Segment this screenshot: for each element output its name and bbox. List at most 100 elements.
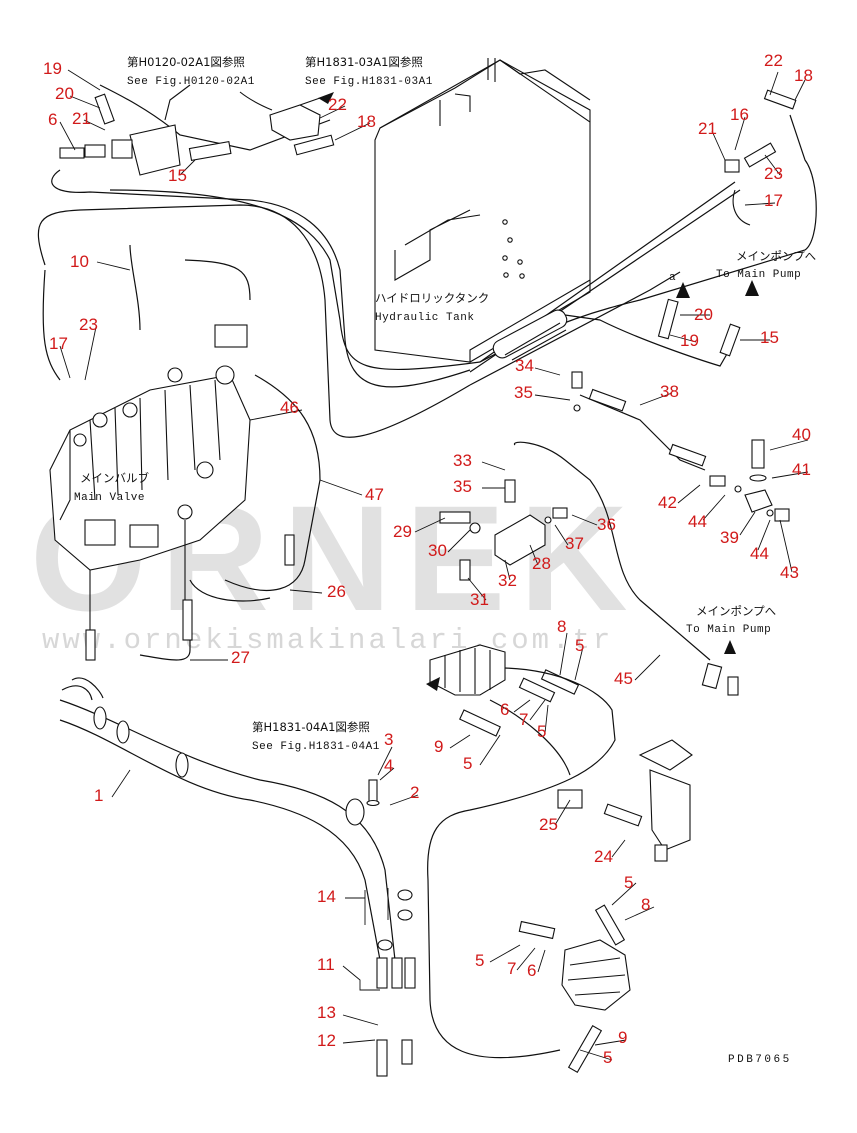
part-number-label: 31	[470, 590, 489, 609]
part-number-label: 13	[317, 1003, 336, 1022]
to-main-pump-1-en: To Main Pump	[716, 269, 801, 281]
part-number-label: 17	[49, 334, 68, 353]
part-number-label: 22	[764, 51, 783, 70]
part-number-label: 26	[327, 582, 346, 601]
part-number-label: 23	[764, 164, 783, 183]
main-valve-jp-label: メインバルブ	[80, 471, 149, 485]
part-number-label: 35	[453, 477, 472, 496]
part-number-label: 4	[384, 756, 393, 775]
hydraulic-tank-en-label: Hydraulic Tank	[375, 312, 474, 324]
ref-h1831-03-jp: 第H1831-03A1図参照	[305, 55, 423, 69]
center-manifold-block	[439, 371, 583, 581]
part-number-label: 6	[527, 961, 536, 980]
leader-lines	[59, 69, 809, 1061]
to-main-pump-1-jp: メインポンプへ	[736, 249, 816, 263]
arrow-a-label: a	[669, 272, 676, 284]
part-number-label: 16	[730, 105, 749, 124]
to-main-pump-arrow-1	[745, 280, 759, 296]
part-number-label: 7	[507, 959, 516, 978]
main-valve-en-label: Main Valve	[74, 492, 145, 504]
ref-h1831-03-en: See Fig.H1831-03A1	[305, 76, 433, 88]
ref-h1831-04-en: See Fig.H1831-04A1	[252, 741, 380, 753]
to-main-pump-2-jp: メインポンプへ	[696, 604, 776, 618]
part-number-label: 22	[328, 95, 347, 114]
part-number-label: 46	[280, 398, 299, 417]
part-number-label: 29	[393, 522, 412, 541]
right-upper-fittings	[657, 89, 797, 357]
part-number-label: 21	[72, 109, 91, 128]
part-number-label: 19	[43, 59, 62, 78]
part-number-label: 6	[500, 700, 509, 719]
main-valve	[49, 324, 295, 661]
part-number-label: 30	[428, 541, 447, 560]
drawing-code: PDB7065	[728, 1054, 792, 1066]
part-number-label: 37	[565, 534, 584, 553]
part-number-label: 20	[694, 305, 713, 324]
part-number-label: 36	[597, 515, 616, 534]
part-number-label: 21	[698, 119, 717, 138]
ref-h0120-jp: 第H0120-02A1図参照	[127, 55, 245, 69]
part-number-label: 5	[624, 873, 633, 892]
part-number-label: 43	[780, 563, 799, 582]
part-number-label: 8	[641, 895, 650, 914]
ref-h1831-04-arrow	[426, 677, 440, 691]
watermark-url: www.ornekismakinalari.com.tr	[42, 624, 613, 657]
part-number-label: 15	[760, 328, 779, 347]
ref-h0120-en: See Fig.H0120-02A1	[127, 76, 255, 88]
pedal-bracket	[557, 739, 693, 862]
part-number-label: 6	[48, 110, 57, 129]
hydraulic-tank	[374, 58, 591, 363]
part-number-label: 9	[434, 737, 443, 756]
upper-left-valve-assembly	[59, 84, 232, 176]
part-number-label: 44	[688, 512, 707, 531]
part-number-label: 5	[575, 636, 584, 655]
part-number-label: 33	[453, 451, 472, 470]
right-middle-fittings	[588, 388, 790, 696]
ref-h1831-04-jp: 第H1831-04A1図参照	[252, 720, 370, 734]
part-number-label: 42	[658, 493, 677, 512]
part-number-label: 3	[384, 730, 393, 749]
part-number-label: 39	[720, 528, 739, 547]
to-main-pump-2-en: To Main Pump	[686, 624, 771, 636]
part-number-label: 1	[94, 786, 103, 805]
part-number-label: 8	[557, 617, 566, 636]
part-number-label: 41	[792, 460, 811, 479]
part-number-label: 9	[618, 1028, 627, 1047]
part-number-label: 27	[231, 648, 250, 667]
part-number-label: 5	[537, 722, 546, 741]
part-number-label: 28	[532, 554, 551, 573]
part-number-label: 38	[660, 382, 679, 401]
part-number-label: 11	[317, 955, 335, 974]
part-number-label: 2	[410, 783, 419, 802]
part-number-label: 10	[70, 252, 89, 271]
part-number-label: 35	[514, 383, 533, 402]
lower-center-valve	[427, 644, 616, 1059]
part-number-label: 19	[680, 331, 699, 350]
part-number-label: 23	[79, 315, 98, 334]
lower-right-pilot-valve	[518, 904, 631, 1074]
part-number-label: 5	[603, 1048, 612, 1067]
lower-hose-bundle	[59, 677, 416, 1077]
part-number-label: 40	[792, 425, 811, 444]
part-number-label: 32	[498, 571, 517, 590]
part-number-label: 14	[317, 887, 336, 906]
part-number-label: 18	[794, 66, 813, 85]
part-number-label: 18	[357, 112, 376, 131]
part-number-label: 5	[463, 754, 472, 773]
part-number-label: 45	[614, 669, 633, 688]
part-number-label: 17	[764, 191, 783, 210]
part-number-label: 24	[594, 847, 613, 866]
part-number-label: 34	[515, 356, 534, 375]
part-number-label: 47	[365, 485, 384, 504]
part-number-label: 44	[750, 544, 769, 563]
part-number-label: 5	[475, 951, 484, 970]
part-number-label: 12	[317, 1031, 336, 1050]
to-main-pump-arrow-2	[724, 640, 736, 654]
part-number-label: 25	[539, 815, 558, 834]
part-number-label: 15	[168, 166, 187, 185]
arrow-a	[676, 282, 690, 298]
upper-center-valve-assembly	[239, 91, 335, 156]
